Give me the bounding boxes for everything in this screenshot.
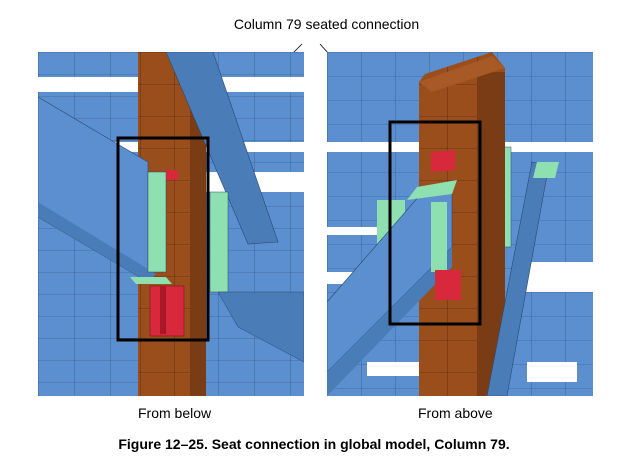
seat-angle [149, 285, 185, 337]
model-view-from-above [327, 52, 593, 396]
callout-label: Column 79 seated connection [233, 16, 420, 32]
connection-highlight-box [116, 136, 210, 342]
fe-model-image-below [38, 52, 304, 396]
caption-from-above: From above [418, 405, 493, 421]
connection-highlight-box [388, 120, 482, 326]
seat-top [431, 150, 455, 172]
model-view-from-below [38, 52, 304, 396]
seat-angle [435, 270, 461, 300]
caption-from-below: From below [138, 405, 212, 421]
figure-caption: Figure 12–25. Seat connection in global … [118, 436, 510, 452]
fe-model-image-above [327, 52, 593, 396]
seat-top [166, 170, 178, 180]
